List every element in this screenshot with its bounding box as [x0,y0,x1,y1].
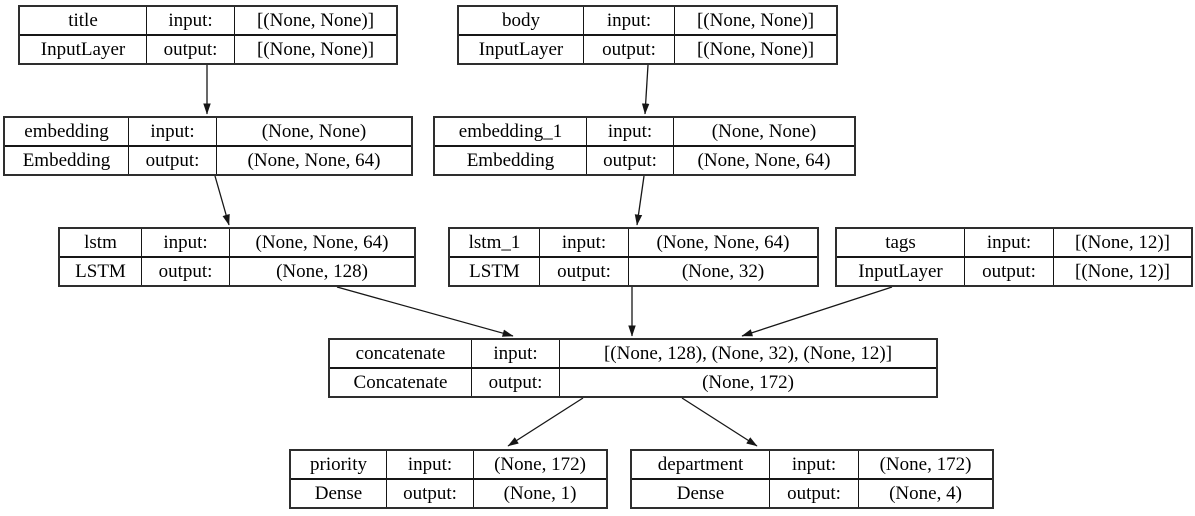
layer-type: Dense [632,479,770,507]
layer-type: LSTM [450,257,540,285]
node-title: title input: [(None, None)] InputLayer o… [18,5,398,65]
output-shape: (None, 172) [560,368,936,396]
input-shape: (None, 172) [859,451,992,479]
output-label: output: [584,35,675,63]
layer-type: InputLayer [837,257,965,285]
input-label: input: [584,7,675,35]
edge-lstm-concatenate [336,286,514,337]
input-shape: (None, None) [674,118,854,146]
input-label: input: [142,229,230,257]
input-label: input: [540,229,629,257]
layer-type: Concatenate [330,368,472,396]
input-shape: [(None, None)] [235,7,396,35]
input-shape: (None, None, 64) [230,229,414,257]
edge-concatenate-department [681,397,758,447]
layer-name: priority [291,451,387,479]
output-label: output: [142,257,230,285]
input-shape: [(None, 12)] [1054,229,1191,257]
node-tags: tags input: [(None, 12)] InputLayer outp… [835,227,1193,287]
output-shape: (None, 128) [230,257,414,285]
edge-embedding-lstm [214,175,230,226]
node-lstm: lstm input: (None, None, 64) LSTM output… [58,227,416,287]
input-label: input: [147,7,235,35]
layer-type: Embedding [435,146,587,174]
output-shape: (None, 1) [474,479,606,507]
layer-name: tags [837,229,965,257]
edge-concatenate-priority [507,397,584,447]
input-label: input: [129,118,217,146]
layer-type: InputLayer [20,35,147,63]
layer-name: lstm [60,229,142,257]
layer-name: concatenate [330,340,472,368]
edge-body-embedding_1 [641,64,650,115]
layer-type: Embedding [5,146,129,174]
output-shape: [(None, None)] [675,35,836,63]
input-shape: (None, None, 64) [629,229,817,257]
layer-type: InputLayer [459,35,584,63]
output-shape: (None, None, 64) [674,146,854,174]
node-priority: priority input: (None, 172) Dense output… [289,449,608,509]
input-shape: [(None, 128), (None, 32), (None, 12)] [560,340,936,368]
output-label: output: [770,479,859,507]
output-label: output: [540,257,629,285]
layer-type: LSTM [60,257,142,285]
output-shape: [(None, 12)] [1054,257,1191,285]
output-label: output: [965,257,1054,285]
layer-name: department [632,451,770,479]
node-department: department input: (None, 172) Dense outp… [630,449,994,509]
output-shape: (None, 32) [629,257,817,285]
node-concatenate: concatenate input: [(None, 128), (None, … [328,338,938,398]
input-label: input: [965,229,1054,257]
input-shape: (None, 172) [474,451,606,479]
input-label: input: [770,451,859,479]
output-label: output: [129,146,217,174]
node-embedding_1: embedding_1 input: (None, None) Embeddin… [433,116,856,176]
output-shape: (None, None, 64) [217,146,411,174]
edge-tags-concatenate [741,286,893,337]
output-shape: [(None, None)] [235,35,396,63]
node-embedding: embedding input: (None, None) Embedding … [3,116,413,176]
layer-type: Dense [291,479,387,507]
node-lstm_1: lstm_1 input: (None, None, 64) LSTM outp… [448,227,819,287]
input-label: input: [472,340,560,368]
layer-name: body [459,7,584,35]
edge-embedding_1-lstm_1 [634,175,645,226]
output-shape: (None, 4) [859,479,992,507]
input-label: input: [587,118,674,146]
input-label: input: [387,451,474,479]
output-label: output: [472,368,560,396]
layer-name: lstm_1 [450,229,540,257]
output-label: output: [147,35,235,63]
input-shape: [(None, None)] [675,7,836,35]
layer-name: title [20,7,147,35]
layer-name: embedding_1 [435,118,587,146]
input-shape: (None, None) [217,118,411,146]
node-body: body input: [(None, None)] InputLayer ou… [457,5,838,65]
layer-name: embedding [5,118,129,146]
output-label: output: [387,479,474,507]
output-label: output: [587,146,674,174]
